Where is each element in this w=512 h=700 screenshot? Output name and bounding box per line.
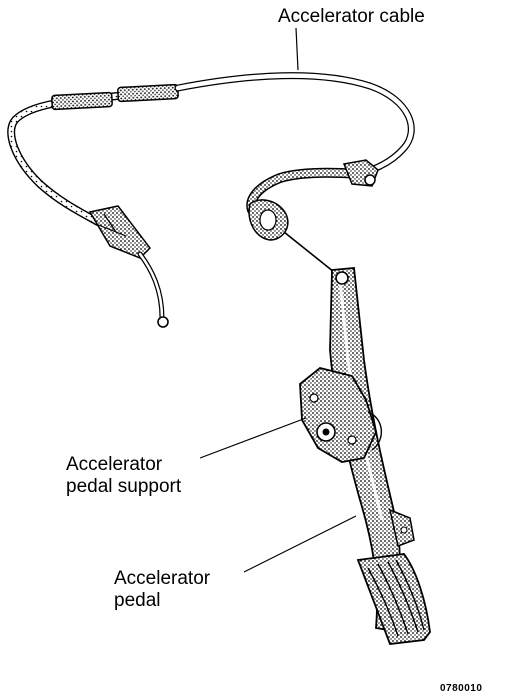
label-text: Accelerator cable (278, 6, 425, 27)
label-accelerator-pedal: Accelerator pedal (114, 568, 210, 612)
label-line-1: Accelerator (114, 568, 211, 589)
label-accelerator-cable: Accelerator cable (278, 6, 425, 28)
label-line-1: Accelerator (66, 454, 163, 475)
label-line-2: pedal support (66, 476, 182, 497)
label-line-2: pedal (114, 590, 161, 611)
accelerator-pedal-pad (356, 553, 431, 645)
leader-line-cable (295, 27, 299, 71)
accelerator-cable (7, 72, 415, 328)
figure-code: 0780010 (440, 683, 483, 694)
leader-line-pedal-support (199, 417, 307, 459)
accelerator-pedal-support (299, 367, 415, 548)
leader-line-pedal (243, 515, 357, 573)
label-accelerator-pedal-support: Accelerator pedal support (66, 454, 181, 498)
